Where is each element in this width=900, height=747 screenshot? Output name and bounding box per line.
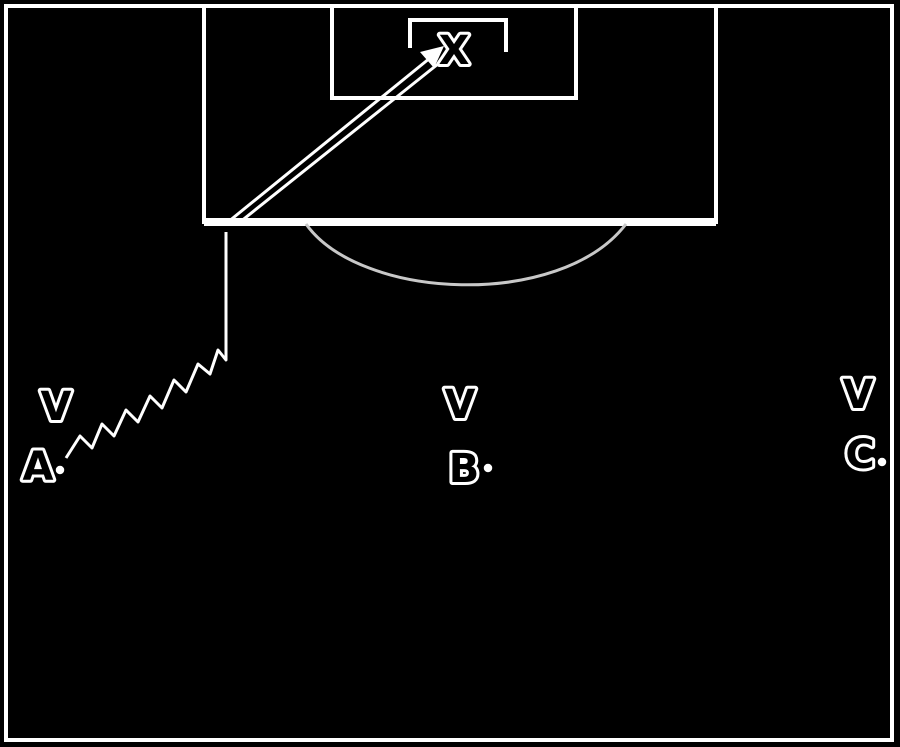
player-c-marker: V <box>843 372 874 418</box>
dribble-path <box>64 232 228 459</box>
player-a: V A <box>20 381 75 493</box>
player-b-ball <box>482 462 494 474</box>
player-a-ball <box>54 464 66 476</box>
player-b-marker: V <box>445 382 476 428</box>
shot-arrow <box>227 46 444 224</box>
player-a-marker: V <box>41 384 72 430</box>
player-c-ball <box>876 456 888 468</box>
goal-area <box>330 4 578 100</box>
goal-bracket <box>408 18 508 52</box>
player-a-label: A <box>23 444 54 490</box>
pitch-boundary <box>4 4 894 742</box>
player-c: V C <box>840 369 888 481</box>
penalty-arc <box>304 223 628 287</box>
player-c-label: C <box>845 432 874 478</box>
player-b: V B <box>442 379 494 495</box>
player-b-label: B <box>449 446 480 492</box>
goal-target-label: X <box>439 28 470 74</box>
